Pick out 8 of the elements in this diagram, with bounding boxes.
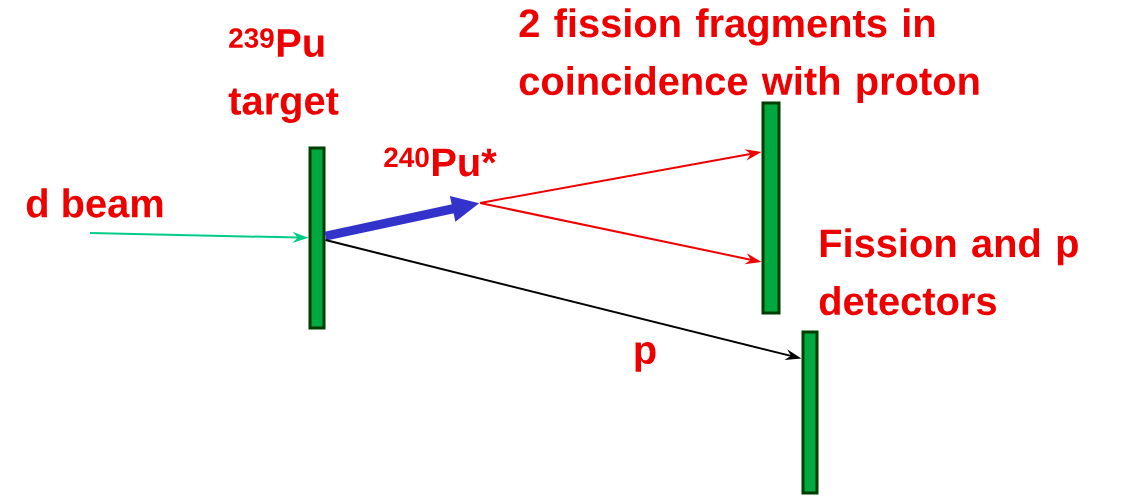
detector-bar (801, 330, 819, 495)
edge-label: $^{240}$Pu* (382, 146, 498, 178)
note-text: Fission and p detectors (819, 228, 1078, 316)
note-text: 2 fission fragments in coincidence with proton (519, 8, 979, 104)
edge-label: p (631, 341, 659, 373)
target-label: $^{239}$Pu target (228, 28, 339, 123)
edge-label: d beam (24, 187, 166, 219)
detector-bar (761, 101, 781, 315)
